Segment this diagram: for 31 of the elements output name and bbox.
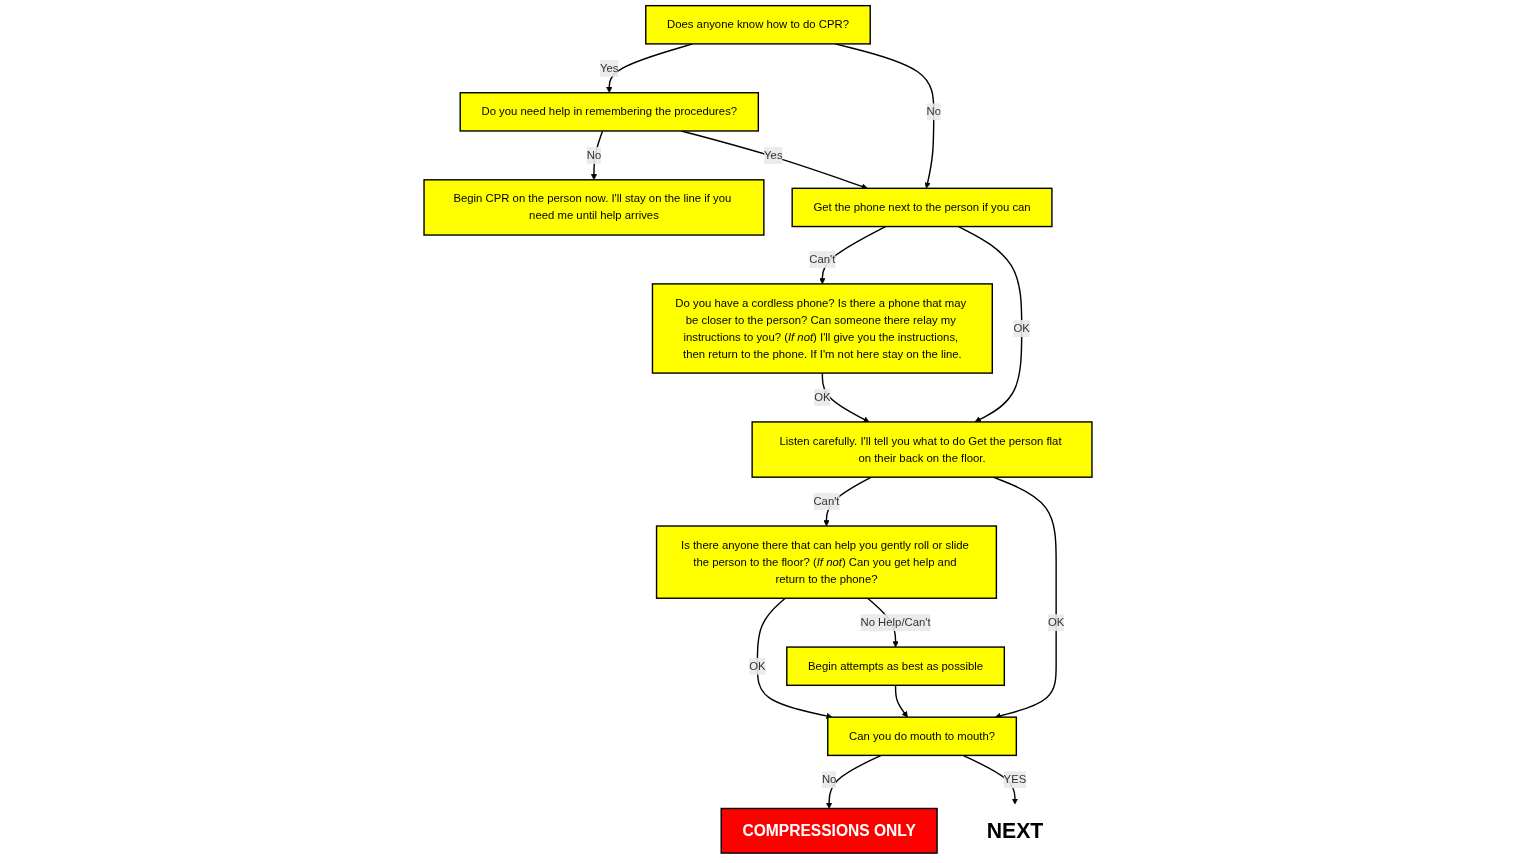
node-box: Does anyone know how to do CPR? <box>645 4 871 45</box>
node-text: NEXT <box>986 819 1044 843</box>
node-box: COMPRESSIONS ONLY <box>720 807 938 854</box>
node-box: Get the phone next to the person if you can <box>791 187 1053 228</box>
edge-label: Yes <box>764 149 783 162</box>
arrow <box>957 225 1023 423</box>
node-box: Is there anyone there that can help you gently roll or slide the person to the floor? (If not) Can you get help and return to the phone? <box>655 525 998 599</box>
node-box: Do you have a cordless phone? Is there a phone that may be closer to the person? Can someone there relay my instructions to you? (If not) I'll give you the instructions, then return to the phone. If I'm not here stay on the line. <box>651 283 993 374</box>
edge-label: Can't <box>809 253 836 266</box>
arrow <box>590 130 604 181</box>
edge-label: Yes <box>600 61 619 74</box>
arrow <box>826 754 882 809</box>
edge-label: YES <box>1003 773 1027 786</box>
node-box: Can you do mouth to mouth? <box>827 716 1018 757</box>
arrow <box>756 597 833 720</box>
node-box: Begin CPR on the person now. I'll stay on the line if you need me until help arrives <box>423 179 765 236</box>
arrow <box>821 372 870 423</box>
edge-label: OK <box>1013 322 1030 335</box>
node-box: Begin attempts as best as possible <box>786 646 1006 686</box>
edge-label: No <box>926 105 941 118</box>
edge-label: OK <box>749 659 766 672</box>
arrow <box>894 684 908 718</box>
arrow <box>962 754 1019 805</box>
edge-label: No <box>586 149 602 162</box>
edge-label: Can't <box>813 495 840 508</box>
edge-label: OK <box>814 391 831 404</box>
node-box: Do you need help in remembering the procedures? <box>459 92 760 132</box>
node-box: Listen carefully. I'll tell you what to do Get the person flat on their back on the floor. <box>751 421 1093 478</box>
edge-label: No <box>821 773 837 786</box>
edge-label: OK <box>1047 616 1065 629</box>
edge-label: No Help/Can't <box>860 616 931 629</box>
